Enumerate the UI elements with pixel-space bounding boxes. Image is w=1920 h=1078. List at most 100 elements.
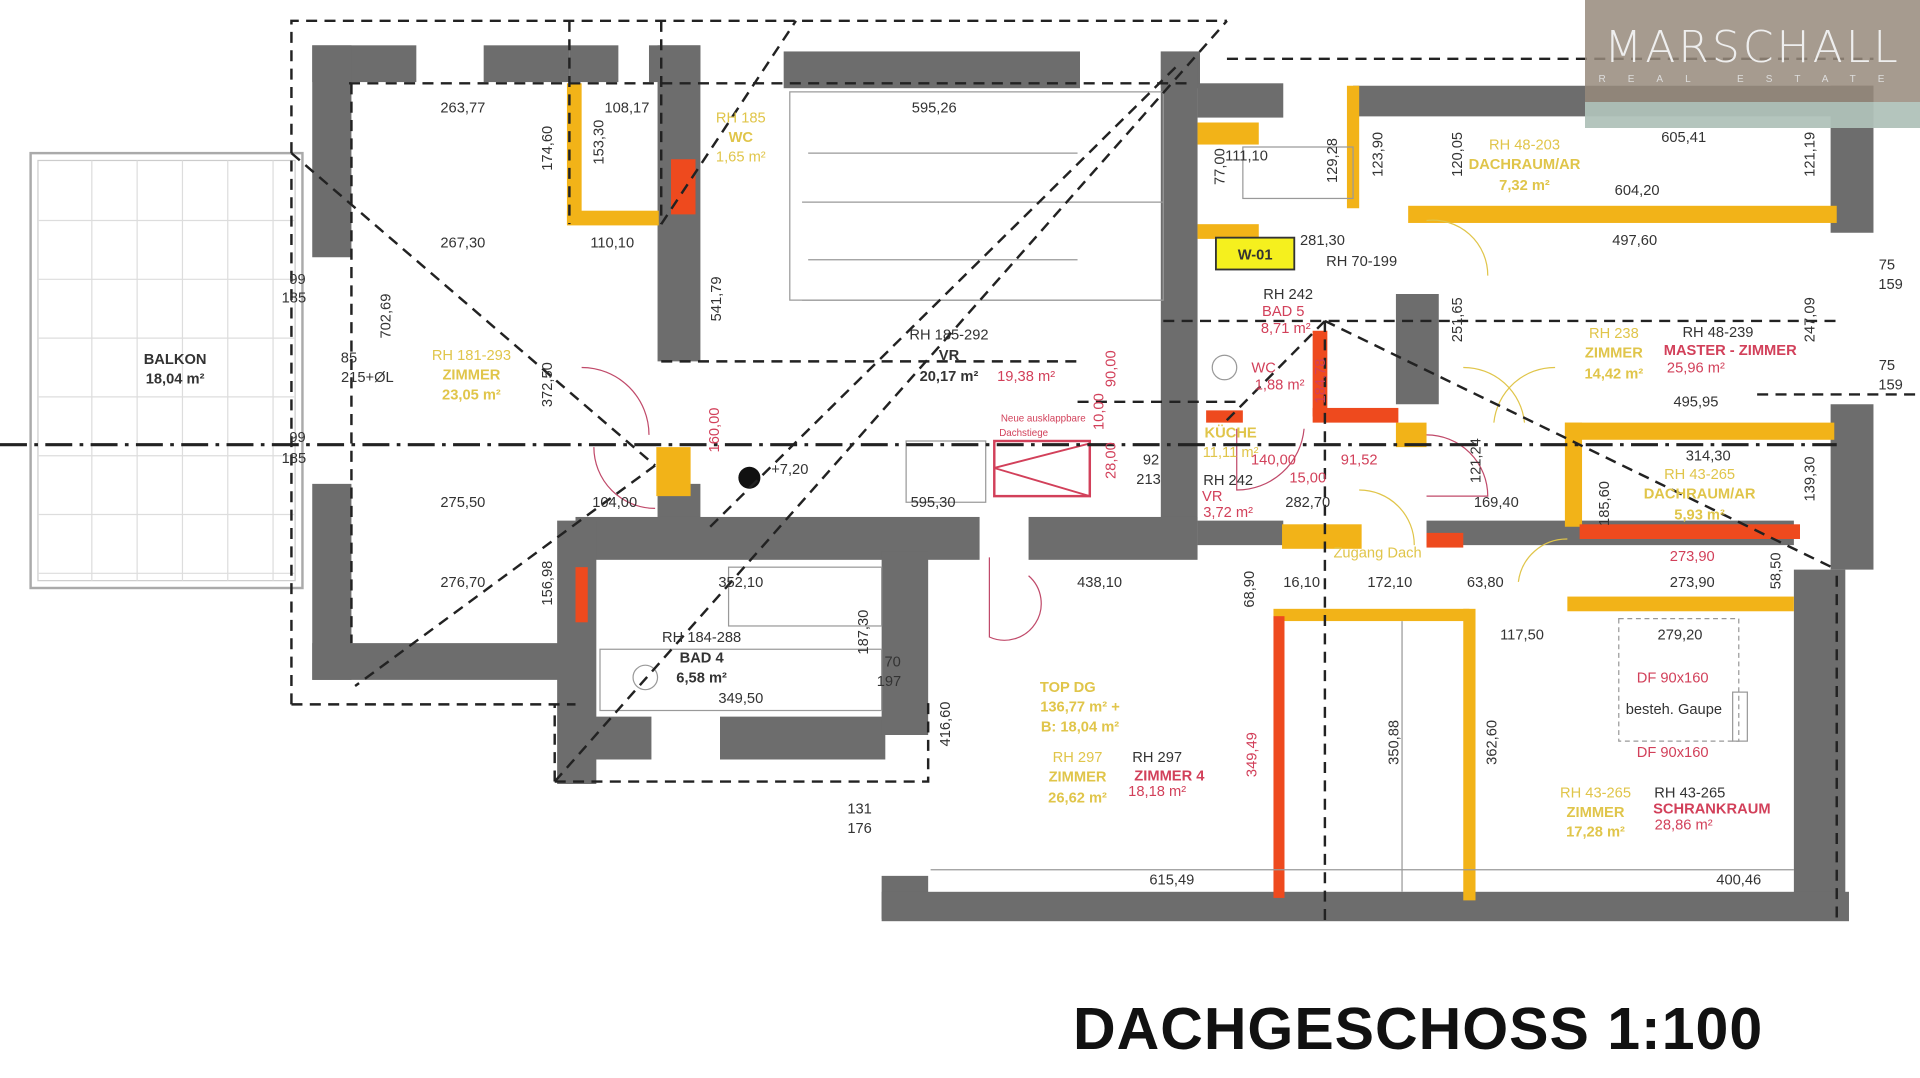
dimension-label: 185,60 [1597, 481, 1613, 526]
opening-label: 99 [289, 430, 305, 446]
room-label: WC [1251, 360, 1276, 376]
room-label: RH 181-293 [432, 348, 511, 364]
room-label: 11,11 m² [1203, 445, 1259, 461]
dimension-label: 121,19 [1803, 132, 1819, 177]
room-label: 18,18 m² [1128, 784, 1186, 800]
dimension-label: 15,00 [1289, 471, 1326, 487]
dimension-label: 120,05 [1450, 132, 1466, 177]
room-label: RH 297 [1132, 750, 1182, 766]
room-label: RH 48-203 [1489, 137, 1560, 153]
dimension-label: 263,77 [440, 101, 485, 117]
dimension-label: 605,41 [1661, 130, 1706, 146]
room-label: MASTER - ZIMMER [1664, 343, 1797, 359]
dimension-label: 438,10 [1077, 575, 1122, 591]
room-label: RH 70-199 [1326, 254, 1397, 270]
room-label: RH 242 [1263, 287, 1313, 303]
dimension-label: 541,79 [709, 276, 725, 321]
room-label: B: 18,04 m² [1041, 719, 1119, 735]
room-label: TOP DG [1040, 680, 1096, 696]
room-label: DF 90x160 [1637, 745, 1709, 761]
dimension-label: 139,30 [1803, 457, 1819, 502]
room-label: Zugang Dach [1333, 545, 1421, 561]
room-label: DACHRAUM/AR [1469, 157, 1581, 173]
room-label: RH 185 [716, 110, 766, 126]
room-label: 5,93 m² [1674, 507, 1725, 523]
dimension-label: 595,26 [912, 101, 957, 117]
dimension-label: 400,46 [1716, 872, 1761, 888]
dimension-label: 350,88 [1386, 720, 1402, 765]
new-walls [566, 83, 1837, 901]
dimension-label: 28,00 [1104, 442, 1120, 479]
opening-label: 215+ØL [341, 370, 394, 386]
fixtures [581, 91, 1794, 892]
room-label: 14,42 m² [1584, 367, 1643, 383]
opening-label: 85 [341, 351, 357, 367]
dimension-label: 153,30 [592, 120, 608, 165]
room-label: 136,77 m² + [1040, 700, 1120, 716]
opening-label: 99 [289, 272, 305, 288]
dimension-label: 108,17 [604, 101, 649, 117]
room-label: RH 242 [1203, 473, 1253, 489]
room-label: ZIMMER [1585, 346, 1643, 362]
dimension-label: 604,20 [1615, 183, 1660, 199]
room-label: 28,86 m² [1655, 817, 1713, 833]
room-label: WC [729, 130, 754, 146]
dimension-label: 117,50 [1500, 627, 1544, 643]
room-label: ZIMMER 4 [1134, 768, 1205, 784]
dimension-label: 349,50 [718, 691, 763, 707]
room-label: 17,28 m² [1566, 825, 1625, 841]
dimension-label: 372,50 [540, 362, 556, 407]
dimension-label: 58,50 [1768, 552, 1784, 589]
roof-outline-lines [0, 19, 1920, 922]
dimension-label: 187,30 [856, 610, 872, 655]
w01-tag-label: W-01 [1238, 248, 1273, 264]
room-label: ZIMMER [442, 368, 500, 384]
plan-title: DACHGESCHOSS 1:100 [1073, 996, 1764, 1062]
room-label: RH 48-239 [1682, 325, 1753, 341]
room-label: 19,38 m² [997, 369, 1055, 385]
dimension-label: 497,60 [1612, 233, 1657, 249]
dimension-label: 615,49 [1149, 872, 1194, 888]
dimension-label: 104,00 [592, 495, 637, 511]
room-label: DF 90x160 [1637, 670, 1709, 686]
dimension-label: 77,00 [1212, 148, 1228, 185]
dimension-label: 281,30 [1300, 233, 1345, 249]
room-label: 8,71 m² [1261, 321, 1311, 337]
room-label: 7,32 m² [1499, 178, 1550, 194]
room-label: RH 43-265 [1664, 467, 1735, 483]
dimension-label: 110,10 [590, 235, 634, 251]
room-label: 18,04 m² [146, 371, 205, 387]
dimension-label: 352,10 [718, 575, 763, 591]
demolition-walls [575, 159, 1800, 898]
room-label: BAD 4 [680, 651, 725, 667]
dimension-label: 90,00 [1104, 350, 1120, 387]
room-label: ZIMMER [1049, 770, 1107, 786]
room-label: KÜCHE [1205, 424, 1257, 441]
room-label: BALKON [144, 352, 207, 368]
room-label: RH 297 [1053, 750, 1103, 766]
opening-label: 70 [884, 654, 900, 670]
room-label: Dachstiege [999, 428, 1048, 439]
dimension-label: 273,90 [1670, 575, 1715, 591]
dimension-label: 140,00 [1251, 452, 1296, 468]
opening-label: 176 [847, 821, 872, 837]
dimension-label: 63,80 [1467, 575, 1504, 591]
dimension-label: 10,00 [1091, 393, 1107, 430]
dimension-label: 172,10 [1367, 575, 1412, 591]
dimension-label: 121,24 [1468, 438, 1484, 483]
dimension-label: 169,40 [1474, 495, 1519, 511]
room-label: 1,65 m² [716, 150, 766, 166]
dimension-label: 156,98 [540, 561, 556, 606]
room-label: ZIMMER [1567, 805, 1625, 821]
opening-label: 159 [1878, 378, 1903, 394]
room-label: 1,88 m² [1255, 378, 1305, 394]
room-label: Neue ausklappbare [1001, 413, 1086, 424]
room-label: 26,62 m² [1048, 790, 1107, 806]
room-label: RH 43-265 [1654, 785, 1725, 801]
room-label: besteh. Gaupe [1626, 702, 1722, 718]
room-label: 20,17 m² [920, 369, 979, 385]
room-label: VR [939, 348, 960, 364]
dimension-label: 91,52 [1341, 452, 1378, 468]
